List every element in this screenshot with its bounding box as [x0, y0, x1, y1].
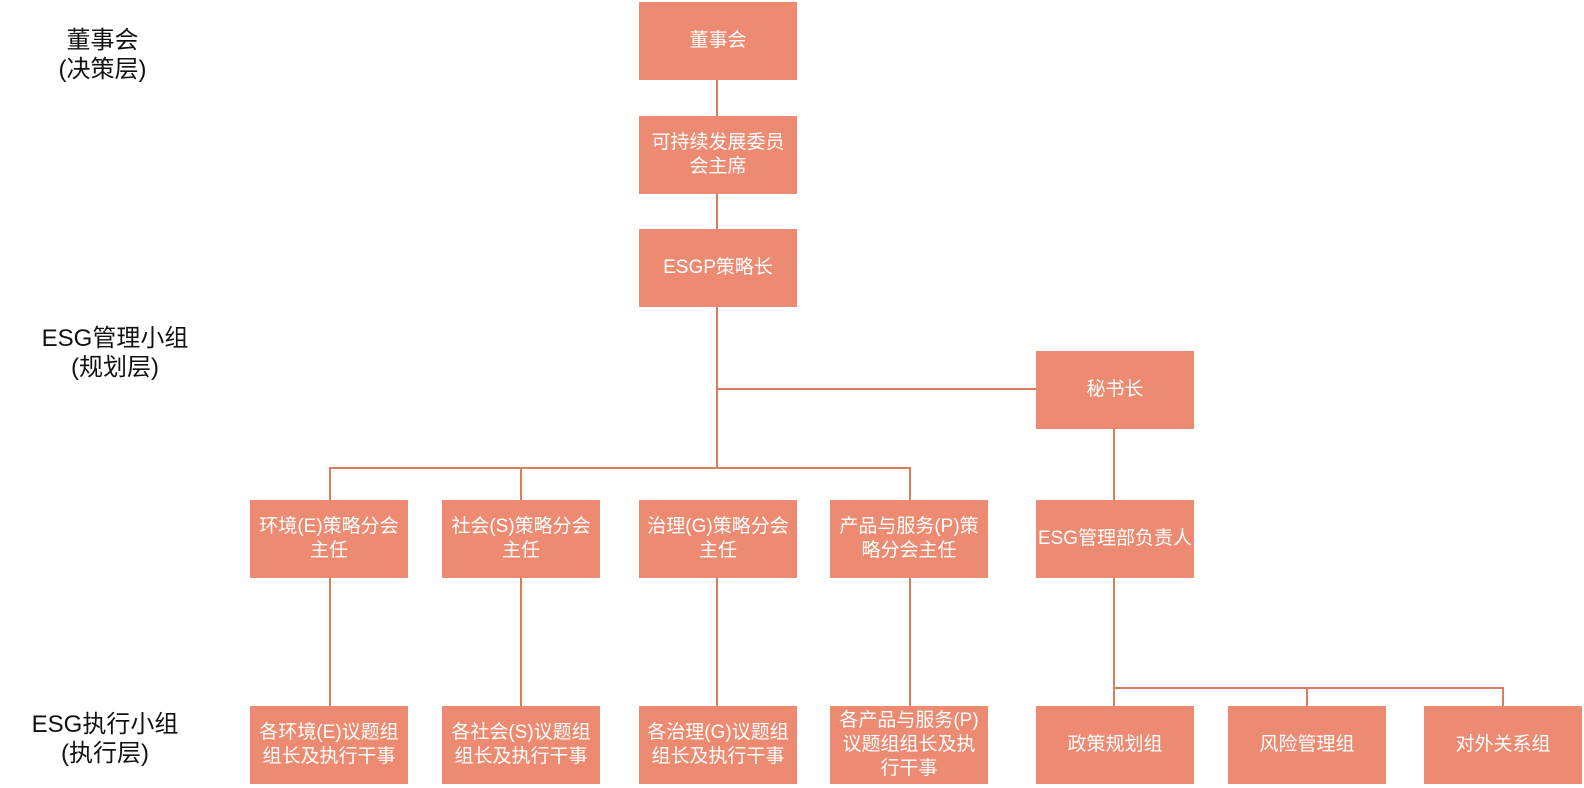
- layer-label-execution: ESG执行小组 (执行层): [31, 711, 179, 767]
- org-node-governance-strategy-director: 治理(G)策略分会 主任: [639, 500, 797, 578]
- connector-env-to-exec: [329, 578, 331, 706]
- connector-dept-head-down: [1113, 578, 1115, 688]
- org-node-external-relations-group: 对外关系组: [1424, 706, 1582, 784]
- org-node-env-issue-group-leads: 各环境(E)议题组 组长及执行干事: [250, 706, 408, 784]
- connector-strategy-branch-bar: [329, 467, 911, 469]
- org-node-governance-issue-group-leads: 各治理(G)议题组 组长及执行干事: [639, 706, 797, 784]
- connector-product-to-exec: [909, 578, 911, 706]
- org-node-esgp-chief-strategy-officer: ESGP策略长: [639, 229, 797, 307]
- org-node-product-issue-group-leads: 各产品与服务(P) 议题组组长及执 行干事: [830, 706, 988, 784]
- connector-stub-env: [329, 467, 331, 500]
- org-node-risk-management-group: 风险管理组: [1228, 706, 1386, 784]
- connector-chair-to-esgp: [716, 194, 718, 229]
- org-node-secretary-general: 秘书长: [1036, 351, 1194, 429]
- org-node-esg-dept-head: ESG管理部负责人: [1036, 500, 1194, 578]
- connector-board-to-chair: [716, 80, 718, 116]
- connector-stub-policy: [1113, 687, 1115, 706]
- connector-stub-risk: [1306, 687, 1308, 706]
- layer-label-decision: 董事会 (决策层): [58, 27, 147, 83]
- connector-governance-to-exec: [716, 578, 718, 706]
- org-node-social-issue-group-leads: 各社会(S)议题组 组长及执行干事: [442, 706, 600, 784]
- org-node-social-strategy-director: 社会(S)策略分会 主任: [442, 500, 600, 578]
- connector-exec-branch-bar: [1113, 687, 1504, 689]
- connector-stub-product: [909, 467, 911, 500]
- org-node-sustainability-committee-chair: 可持续发展委员 会主席: [639, 116, 797, 194]
- connector-stub-external: [1502, 687, 1504, 706]
- connector-secretary-to-dept-head: [1113, 429, 1115, 500]
- org-node-product-service-strategy-director: 产品与服务(P)策 略分会主任: [830, 500, 988, 578]
- connector-social-to-exec: [520, 578, 522, 706]
- connector-to-secretary: [716, 388, 1036, 390]
- layer-label-planning: ESG管理小组 (规划层): [41, 325, 189, 381]
- connector-stub-social: [520, 467, 522, 500]
- org-node-env-strategy-director: 环境(E)策略分会 主任: [250, 500, 408, 578]
- org-node-policy-planning-group: 政策规划组: [1036, 706, 1194, 784]
- org-node-board: 董事会: [639, 2, 797, 80]
